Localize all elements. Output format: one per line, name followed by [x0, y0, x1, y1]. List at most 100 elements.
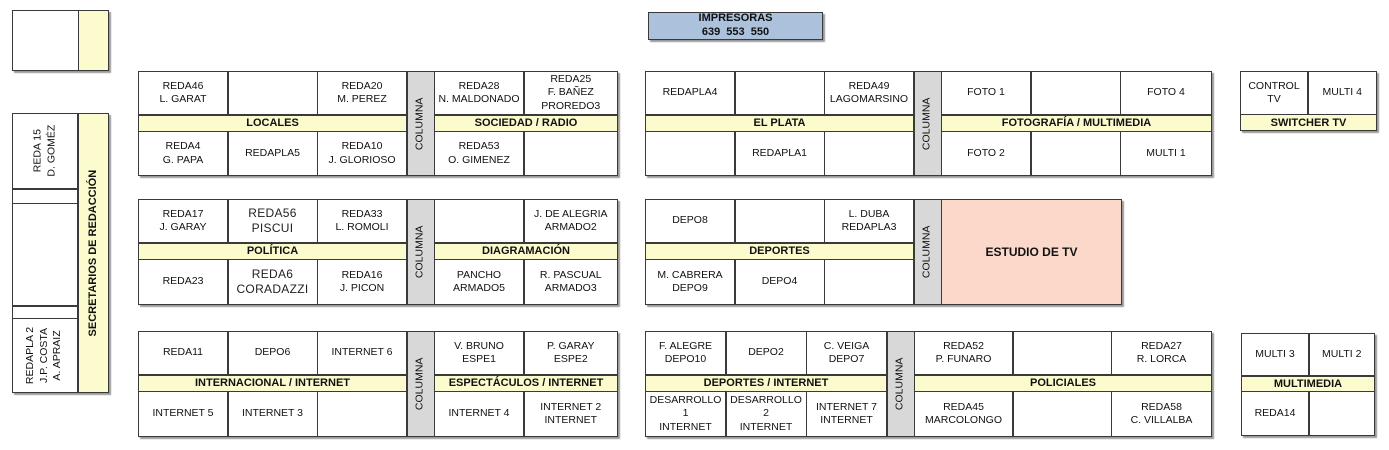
desk-cell: REDA20 M. PEREZ: [318, 72, 406, 114]
desk-cell: [435, 200, 523, 242]
room-outline-box: [12, 10, 109, 71]
secretaries-strip: SECRETARIOS DE REDACCIÓN: [78, 114, 108, 392]
columna-strip: COLUMNA: [887, 332, 914, 436]
desk-cell: REDA16 J. PICON: [318, 260, 406, 304]
desk-cell: DEPO8: [646, 200, 734, 242]
desk-cell: [1031, 132, 1120, 175]
printers-box: IMPRESORAS 639 553 550: [648, 12, 823, 40]
columna-label: COLUMNA: [920, 225, 933, 279]
desk-cell: [228, 72, 317, 114]
desk-cell: [1013, 332, 1111, 374]
columna-strip: COLUMNA: [407, 72, 434, 175]
desk-cell: REDA11: [139, 332, 227, 374]
section-band-espectaculos-internet: ESPECTÁCULOS / INTERNET: [435, 375, 617, 391]
switcher-tv-table: CONTROL TV MULTI 4 SWITCHER TV: [1240, 71, 1377, 131]
desk-cell: REDAPLA1: [735, 132, 824, 175]
desk-cell: [735, 72, 824, 114]
desk-cell: REDA17 J. GARAY: [139, 200, 227, 242]
desk-cell: INTERNET 5: [139, 392, 227, 436]
desk-cell: DESARROLLO 2 INTERNET: [726, 392, 806, 436]
desk-cell: INTERNET 6: [318, 332, 406, 374]
desk-cell: INTERNET 7 INTERNET: [807, 392, 886, 436]
desk-cell: J. DE ALEGRIA ARMADO2: [524, 200, 617, 242]
desk-cell: REDA58 C. VILLALBA: [1112, 392, 1211, 436]
desk-cell: PANCHO ARMADO5: [435, 260, 523, 304]
printers-numbers: 639 553 550: [701, 26, 770, 38]
section-band-internacional-internet: INTERNACIONAL / INTERNET: [139, 375, 406, 391]
desk-cell: [825, 132, 913, 175]
desk-reda15-label: REDA 15 D. GOMÉZ: [31, 125, 57, 177]
politica-diagramacion-table: REDA17 J. GARAY REDA56 PISCUI REDA33 L. …: [138, 199, 618, 305]
desk-cell: REDA52 P. FUNARO: [915, 332, 1012, 374]
desk-cell: FOTO 4: [1121, 72, 1211, 114]
section-band-deportes: DEPORTES: [646, 243, 913, 259]
desk-cell: [825, 260, 913, 304]
desk-cell: REDAPLA5: [228, 132, 317, 175]
columna-label: COLUMNA: [413, 225, 426, 279]
empty-desk-cell: [13, 204, 77, 305]
multimedia-table: MULTI 3 MULTI 2 MULTIMEDIA REDA14: [1241, 333, 1375, 436]
desk-cell: [318, 392, 406, 436]
desk-cell: FOTO 1: [942, 72, 1030, 114]
desk-cell: FOTO 2: [942, 132, 1030, 175]
desk-cell: DEPO6: [228, 332, 317, 374]
desk-redapla2: REDAPLA 2 J.P. COSTA A. APRAIZ: [13, 319, 77, 392]
secretaries-label: SECRETARIOS DE REDACCIÓN: [87, 169, 100, 337]
studio-de-tv-area: ESTUDIO DE TV: [942, 200, 1121, 304]
desk-redapla2-label: REDAPLA 2 J.P. COSTA A. APRAIZ: [24, 326, 64, 385]
columna-strip: COLUMNA: [914, 200, 941, 304]
desk-cell: R. PASCUAL ARMADO3: [524, 260, 617, 304]
desk-cell: [1031, 72, 1120, 114]
section-band-locales: LOCALES: [139, 115, 406, 131]
section-band-diagramacion: DIAGRAMACIÓN: [435, 243, 617, 259]
columna-label: COLUMNA: [413, 357, 426, 411]
desk-cell: REDA28 N. MALDONADO: [435, 72, 523, 114]
secretaries-panel: REDA 15 D. GOMÉZ REDAPLA 2 J.P. COSTA A.…: [12, 113, 109, 393]
columna-label: COLUMNA: [413, 97, 426, 150]
desk-cell: INTERNET 4: [435, 392, 523, 436]
section-band-policiales: POLICIALES: [915, 375, 1211, 391]
room-yellow-strip: [79, 11, 108, 70]
desk-cell: MULTI 1: [1121, 132, 1211, 175]
desk-cell: REDA23: [139, 260, 227, 304]
desk-cell: REDAPLA4: [646, 72, 734, 114]
section-band-politica: POLÍTICA: [139, 243, 406, 259]
section-band-deportes-internet: DEPORTES / INTERNET: [646, 375, 886, 391]
desk-cell: M. CABRERA DEPO9: [646, 260, 734, 304]
section-band-fotografia-multimedia: FOTOGRAFÍA / MULTIMEDIA: [942, 115, 1211, 131]
desk-cell: C. VEIGA DEPO7: [807, 332, 886, 374]
desk-cell: CONTROL TV: [1241, 72, 1307, 114]
desk-reda15: REDA 15 D. GOMÉZ: [13, 114, 77, 188]
desk-cell: REDA46 L. GARAT: [139, 72, 227, 114]
desk-cell: REDA10 J. GLORIOSO: [318, 132, 406, 175]
desk-cell: REDA14: [1242, 392, 1308, 435]
desk-cell: V. BRUNO ESPE1: [435, 332, 523, 374]
columna-label: COLUMNA: [920, 97, 933, 150]
desk-cell: [1013, 392, 1111, 436]
desk-cell: REDA53 O. GIMENEZ: [435, 132, 523, 175]
desk-cell: P. GARAY ESPE2: [524, 332, 617, 374]
printers-title: IMPRESORAS: [698, 12, 773, 25]
desk-cell: REDA49 LAGOMARSINO: [825, 72, 913, 114]
columna-label: COLUMNA: [893, 357, 906, 411]
desk-cell: REDA6 CORADAZZI: [228, 260, 317, 304]
columna-strip: COLUMNA: [407, 200, 434, 304]
section-band-switcher-tv: SWITCHER TV: [1241, 115, 1376, 130]
desk-cell: [1309, 392, 1374, 435]
desk-cell: REDA4 G. PAPA: [139, 132, 227, 175]
desk-cell: DEPO4: [735, 260, 824, 304]
section-band-elplata: EL PLATA: [646, 115, 913, 131]
locales-sociedad-table: REDA46 L. GARAT REDA20 M. PEREZ COLUMNA …: [138, 71, 618, 176]
desk-cell: [735, 200, 824, 242]
desk-cell: REDA56 PISCUI: [228, 200, 317, 242]
deportes-estudio-table: DEPO8 L. DUBA REDAPLA3 COLUMNA ESTUDIO D…: [645, 199, 1122, 305]
desk-cell: REDA45 MARCOLONGO: [915, 392, 1012, 436]
internacional-espectaculos-table: REDA11 DEPO6 INTERNET 6 COLUMNA V. BRUNO…: [138, 331, 618, 437]
desk-cell: INTERNET 2 INTERNET: [524, 392, 617, 436]
desk-cell: MULTI 2: [1309, 334, 1374, 375]
elplata-fotografia-table: REDAPLA4 REDA49 LAGOMARSINO COLUMNA FOTO…: [645, 71, 1212, 176]
desk-cell: F. ALEGRE DEPO10: [646, 332, 725, 374]
columna-strip: COLUMNA: [914, 72, 941, 175]
desk-cell: [524, 132, 617, 175]
